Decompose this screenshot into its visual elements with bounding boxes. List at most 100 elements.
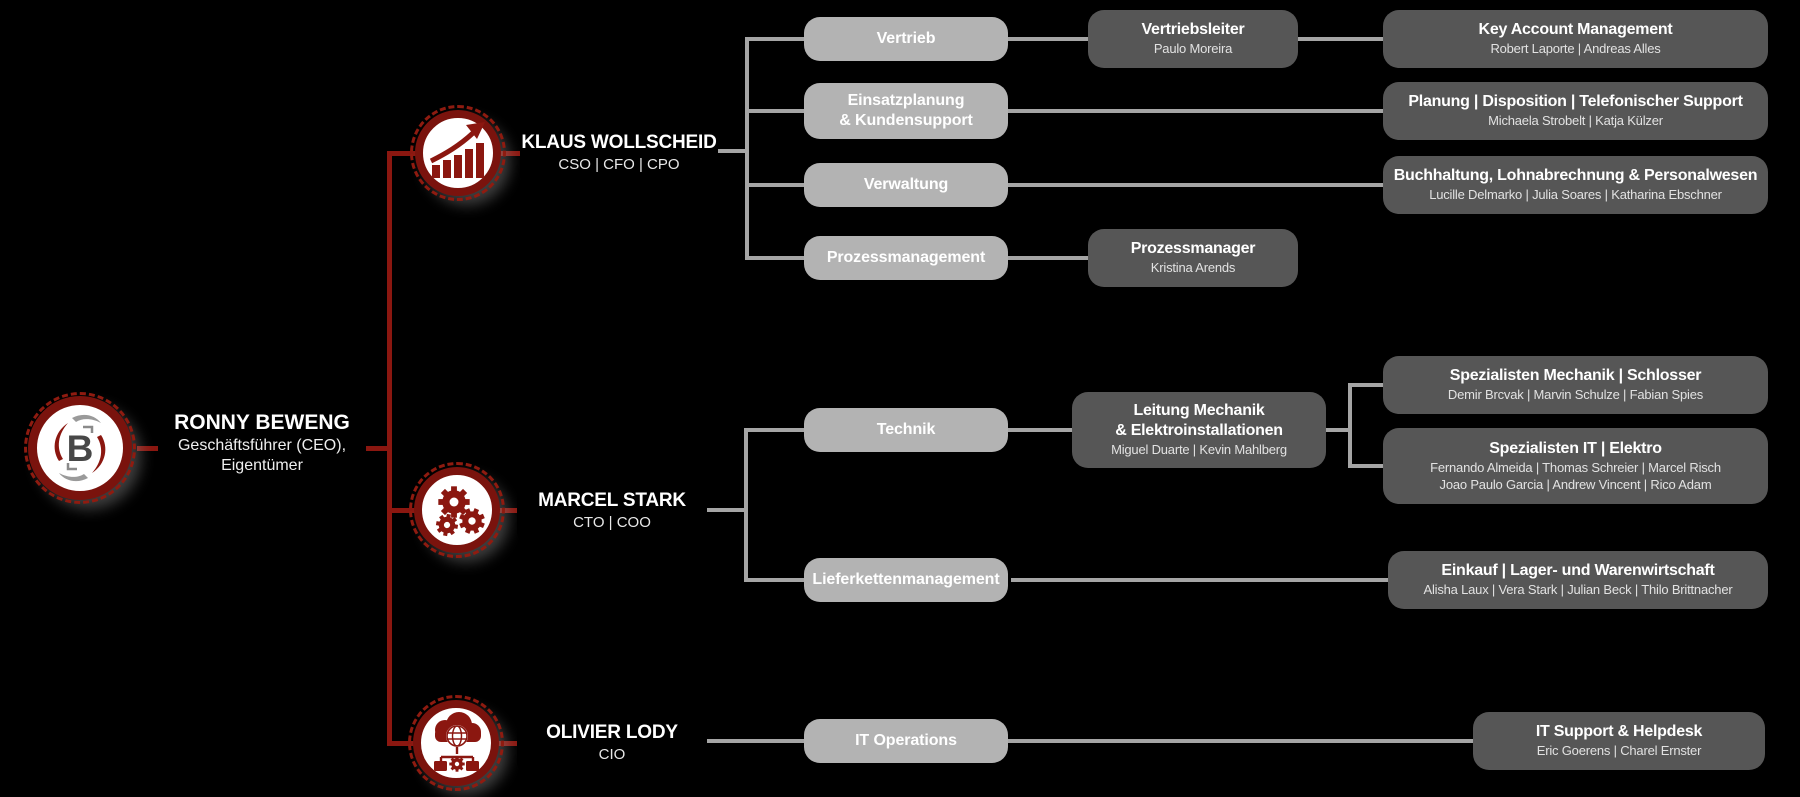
klaus-name: KLAUS WOLLSCHEID bbox=[521, 131, 717, 153]
team-spezialisten-mechanik-members: Demir Brcvak | Marvin Schulze | Fabian S… bbox=[1447, 387, 1704, 403]
connector-spine-to-olivier bbox=[387, 741, 416, 746]
connector-stub-verwaltung bbox=[749, 183, 804, 187]
role-prozessmanager-members: Kristina Arends bbox=[1150, 260, 1236, 276]
connector-leitung-to-fork bbox=[1326, 428, 1352, 432]
olivier-title: CIO bbox=[598, 745, 626, 763]
marcel-name-plate: MARCEL STARK CTO | COO bbox=[517, 478, 707, 542]
team-spezialisten-it-members-1: Fernando Almeida | Thomas Schreier | Mar… bbox=[1430, 459, 1721, 475]
olivier-name-plate: OLIVIER LODY CIO bbox=[517, 712, 707, 772]
team-buchhaltung-members: Lucille Delmarko | Julia Soares | Kathar… bbox=[1429, 187, 1722, 203]
role-vertriebsleiter: Vertriebsleiter Paulo Moreira bbox=[1088, 10, 1298, 68]
ceo-subtitle-1: Geschäftsführer (CEO), bbox=[177, 437, 347, 454]
team-planung: Planung | Disposition | Telefonischer Su… bbox=[1383, 82, 1768, 140]
dept-einsatzplanung-label-1: Einsatzplanung bbox=[847, 92, 965, 109]
connector-fork-vertical bbox=[1348, 383, 1352, 468]
role-prozessmanager: Prozessmanager Kristina Arends bbox=[1088, 229, 1298, 287]
team-it-support-members: Eric Goerens | Charel Ernster bbox=[1536, 743, 1702, 759]
klaus-title: CSO | CFO | CPO bbox=[558, 155, 680, 173]
dept-lieferkettenmanagement: Lieferkettenmanagement bbox=[804, 558, 1008, 602]
dept-it-operations: IT Operations bbox=[804, 719, 1008, 763]
dept-einsatzplanung-label-2: & Kundensupport bbox=[839, 112, 973, 129]
connector-prozessmanagement-to-prozessmanager bbox=[1008, 256, 1095, 260]
connector-marcel-icon-to-name bbox=[497, 508, 520, 513]
team-key-account: Key Account Management Robert Laporte | … bbox=[1383, 10, 1768, 68]
connector-vertriebsleiter-to-keyaccount bbox=[1298, 37, 1383, 41]
dept-technik: Technik bbox=[804, 408, 1008, 452]
dept-technik-label: Technik bbox=[876, 421, 936, 438]
team-spezialisten-mechanik: Spezialisten Mechanik | Schlosser Demir … bbox=[1383, 356, 1768, 414]
connector-vertrieb-to-vertriebsleiter bbox=[1008, 37, 1088, 41]
olivier-badge bbox=[408, 695, 504, 791]
dept-vertrieb-label: Vertrieb bbox=[876, 30, 936, 47]
team-it-support-title: IT Support & Helpdesk bbox=[1535, 723, 1703, 741]
marcel-title: CTO | COO bbox=[573, 513, 651, 531]
connector-ceo-to-text bbox=[137, 446, 168, 451]
connector-fork-to-spez-mechanik bbox=[1348, 383, 1384, 387]
connector-text-to-spine bbox=[352, 446, 391, 451]
connector-itoperations-to-itsupport bbox=[1008, 739, 1473, 743]
svg-text:B: B bbox=[67, 428, 94, 469]
klaus-name-plate: KLAUS WOLLSCHEID CSO | CFO | CPO bbox=[520, 120, 718, 184]
team-key-account-members: Robert Laporte | Andreas Alles bbox=[1490, 41, 1661, 57]
connector-klaus-spine bbox=[745, 37, 749, 260]
connector-stub-prozessmanagement bbox=[749, 256, 804, 260]
team-spezialisten-it-title: Spezialisten IT | Elektro bbox=[1489, 439, 1662, 457]
connector-stub-einsatzplanung bbox=[749, 109, 804, 113]
connector-stub-lieferkette bbox=[748, 578, 804, 582]
company-logo-b-icon: B bbox=[54, 414, 106, 482]
role-leitung-mechanik-title-1: Leitung Mechanik bbox=[1133, 402, 1265, 420]
dept-verwaltung: Verwaltung bbox=[804, 163, 1008, 207]
team-it-support: IT Support & Helpdesk Eric Goerens | Cha… bbox=[1473, 712, 1765, 770]
ceo-name: RONNY BEWENG bbox=[174, 411, 350, 434]
cloud-network-icon bbox=[434, 712, 481, 772]
team-einkauf: Einkauf | Lager- und Warenwirtschaft Ali… bbox=[1388, 551, 1768, 609]
team-buchhaltung-title: Buchhaltung, Lohnabrechnung & Personalwe… bbox=[1393, 167, 1758, 185]
team-einkauf-title: Einkauf | Lager- und Warenwirtschaft bbox=[1441, 562, 1715, 580]
team-key-account-title: Key Account Management bbox=[1478, 21, 1673, 39]
role-leitung-mechanik: Leitung Mechanik & Elektroinstallationen… bbox=[1072, 392, 1326, 468]
connector-marcel-spine bbox=[744, 428, 748, 582]
ceo-subtitle-2: Eigentümer bbox=[221, 457, 303, 474]
team-spezialisten-it-members-2: Joao Paulo Garcia | Andrew Vincent | Ric… bbox=[1439, 477, 1712, 492]
connector-verwaltung-to-buchhaltung bbox=[1008, 183, 1386, 187]
klaus-badge bbox=[410, 105, 506, 201]
connector-klaus-name-stub bbox=[706, 149, 745, 153]
dept-prozessmanagement-label: Prozessmanagement bbox=[826, 249, 986, 266]
connector-stub-vertrieb bbox=[749, 37, 804, 41]
dept-verwaltung-label: Verwaltung bbox=[863, 176, 949, 193]
gears-icon bbox=[434, 486, 489, 538]
team-einkauf-members: Alisha Laux | Vera Stark | Julian Beck |… bbox=[1423, 582, 1733, 598]
team-spezialisten-it: Spezialisten IT | Elektro Fernando Almei… bbox=[1383, 428, 1768, 504]
olivier-name: OLIVIER LODY bbox=[546, 721, 678, 743]
role-leitung-mechanik-title-2: & Elektroinstallationen bbox=[1115, 422, 1283, 440]
connector-spine-to-marcel bbox=[392, 508, 417, 513]
connector-klaus-icon-to-name bbox=[498, 151, 521, 156]
connector-olivier-icon-to-name bbox=[496, 741, 519, 746]
dept-einsatzplanung: Einsatzplanung & Kundensupport bbox=[804, 83, 1008, 139]
connector-einsatzplanung-to-planung bbox=[1008, 109, 1385, 113]
connector-spine-to-klaus bbox=[392, 151, 417, 156]
connector-olivier-name-stub bbox=[700, 739, 804, 743]
ceo-name-plate: RONNY BEWENG Geschäftsführer (CEO), Eige… bbox=[158, 398, 366, 488]
team-spezialisten-mechanik-title: Spezialisten Mechanik | Schlosser bbox=[1449, 367, 1702, 385]
connector-red-spine bbox=[387, 151, 392, 746]
team-buchhaltung: Buchhaltung, Lohnabrechnung & Personalwe… bbox=[1383, 156, 1768, 214]
role-vertriebsleiter-title: Vertriebsleiter bbox=[1141, 21, 1245, 39]
team-planung-title: Planung | Disposition | Telefonischer Su… bbox=[1408, 93, 1743, 111]
growth-chart-icon bbox=[429, 122, 485, 178]
connector-marcel-name-stub bbox=[700, 508, 744, 512]
connector-fork-to-spez-it bbox=[1348, 464, 1384, 468]
connector-lieferkette-to-einkauf bbox=[1011, 578, 1388, 582]
company-logo-badge: B bbox=[24, 392, 136, 504]
connector-technik-to-leitung bbox=[1008, 428, 1072, 432]
role-vertriebsleiter-members: Paulo Moreira bbox=[1153, 41, 1233, 57]
marcel-name: MARCEL STARK bbox=[538, 489, 686, 511]
team-planung-members: Michaela Strobelt | Katja Külzer bbox=[1488, 113, 1663, 129]
dept-vertrieb: Vertrieb bbox=[804, 17, 1008, 61]
marcel-badge bbox=[409, 462, 505, 558]
role-prozessmanager-title: Prozessmanager bbox=[1130, 240, 1256, 258]
dept-prozessmanagement: Prozessmanagement bbox=[804, 236, 1008, 280]
dept-it-operations-label: IT Operations bbox=[855, 732, 957, 749]
connector-stub-technik bbox=[748, 428, 804, 432]
